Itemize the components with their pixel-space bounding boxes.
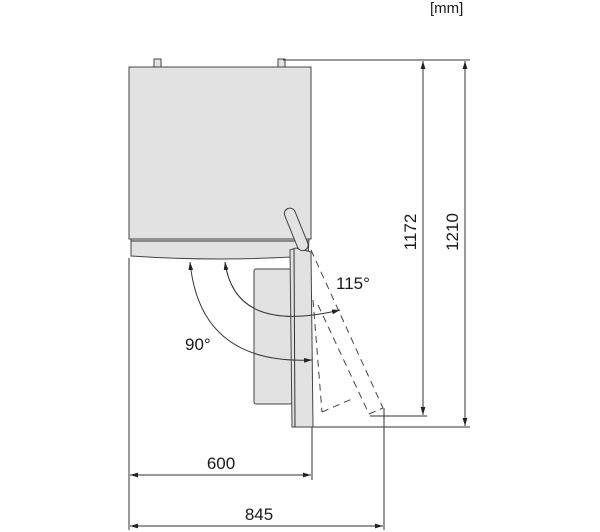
label-1210: 1210 [443, 213, 462, 251]
closed-door [130, 238, 310, 260]
label-90-deg: 90° [185, 335, 211, 354]
foot-left [153, 58, 162, 68]
inner-drawer [253, 268, 293, 405]
label-115-deg: 115° [336, 274, 370, 293]
handle [283, 207, 309, 252]
appliance-body [128, 66, 312, 240]
label-845: 845 [245, 505, 273, 524]
open-door-90 [289, 247, 314, 428]
label-600: 600 [207, 454, 235, 473]
arc-90 [188, 261, 313, 363]
extension-lines [128, 59, 470, 530]
label-1172: 1172 [401, 214, 420, 251]
unit-label: [mm] [430, 0, 463, 17]
